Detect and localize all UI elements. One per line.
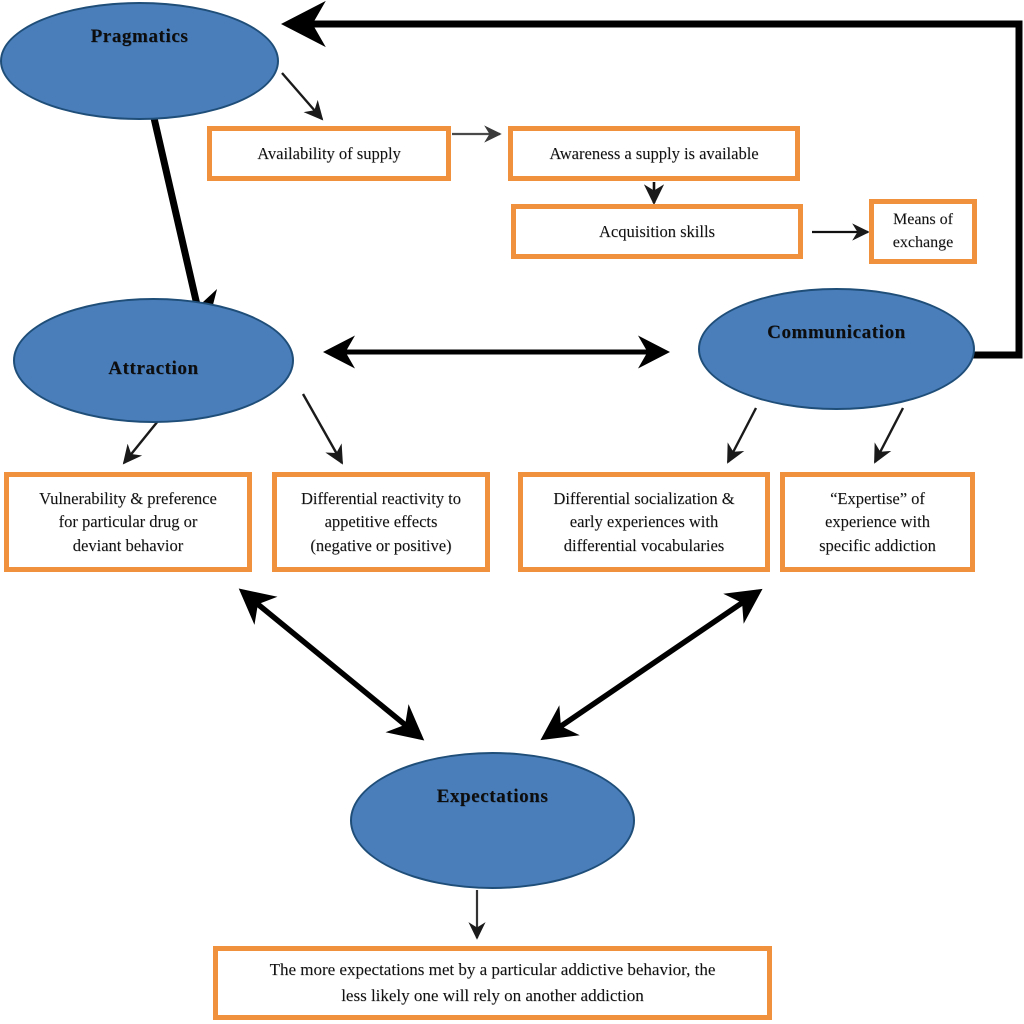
box-means-line2: exchange (892, 233, 954, 251)
box-expertise-line2: experience with (825, 512, 930, 532)
box-vulnerability-label: Vulnerability & preference for particula… (34, 487, 222, 557)
box-awareness-label: Awareness a supply is available (549, 143, 759, 163)
box-awareness-supply-available[interactable]: Awareness a supply is available (508, 126, 800, 181)
box-socialization-line1: Differential socialization & (553, 488, 735, 508)
box-differential-reactivity[interactable]: Differential reactivity to appetitive ef… (272, 472, 490, 572)
box-acquisition-skills[interactable]: Acquisition skills (511, 204, 803, 259)
node-expectations[interactable]: Expectations (350, 752, 635, 889)
box-availability-label: Availability of supply (257, 143, 401, 163)
edge-vulnerability-expectations (238, 588, 425, 741)
box-expertise-line3: specific addiction (819, 535, 936, 555)
box-means-line1: Means of (893, 210, 953, 228)
edge-communication-to-expertise (873, 407, 905, 464)
box-socialization-line2: early experiences with (569, 512, 719, 532)
box-expertise-of-experience[interactable]: “Expertise” of experience with specific … (780, 472, 975, 572)
box-socialization-label: Differential socialization & early exper… (548, 487, 739, 557)
edge-communication-to-socialization (726, 407, 758, 464)
box-means-label: Means of exchange (888, 209, 958, 254)
edge-attraction-to-vulnerability (122, 420, 159, 465)
box-conclusion-line1: The more expectations met by a particula… (269, 959, 716, 979)
box-conclusion-label: The more expectations met by a particula… (265, 957, 721, 1010)
box-reactivity-line3: (negative or positive) (310, 535, 452, 555)
box-socialization-line3: differential vocabularies (563, 535, 725, 555)
box-means-of-exchange[interactable]: Means of exchange (869, 199, 977, 264)
box-acquisition-label: Acquisition skills (599, 221, 715, 241)
box-conclusion[interactable]: The more expectations met by a particula… (213, 946, 772, 1020)
box-reactivity-line2: appetitive effects (324, 512, 438, 532)
box-reactivity-label: Differential reactivity to appetitive ef… (296, 487, 466, 557)
box-vulnerability-line1: Vulnerability & preference (39, 488, 217, 508)
node-communication-label: Communication (767, 322, 906, 343)
box-vulnerability-preference[interactable]: Vulnerability & preference for particula… (4, 472, 252, 572)
node-attraction[interactable]: Attraction (13, 298, 294, 423)
node-pragmatics[interactable]: Pragmatics (0, 2, 279, 120)
node-attraction-label: Attraction (108, 358, 199, 379)
box-expertise-label: “Expertise” of experience with specific … (814, 487, 941, 557)
box-conclusion-line2: less likely one will rely on another add… (341, 986, 644, 1005)
box-differential-socialization[interactable]: Differential socialization & early exper… (518, 472, 770, 572)
box-vulnerability-line3: deviant behavior (72, 535, 184, 555)
box-reactivity-line1: Differential reactivity to (300, 488, 462, 508)
box-availability-of-supply[interactable]: Availability of supply (207, 126, 451, 181)
edge-attraction-to-reactivity (301, 393, 344, 465)
node-pragmatics-label: Pragmatics (90, 26, 189, 47)
edge-socialization-expectations (540, 588, 763, 741)
box-vulnerability-line2: for particular drug or (58, 512, 198, 532)
box-expertise-line1: “Expertise” of (830, 488, 925, 508)
node-communication[interactable]: Communication (698, 288, 975, 410)
node-expectations-label: Expectations (436, 786, 549, 807)
edge-pragmatics-to-availability (281, 72, 324, 121)
